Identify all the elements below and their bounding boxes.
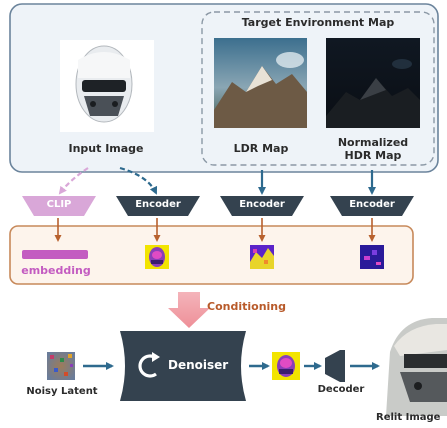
conditioning-arrow (168, 292, 210, 328)
relit-helmet-image (386, 318, 447, 416)
input-image-label: Input Image (68, 142, 144, 155)
conditioning-label: Conditioning (207, 300, 286, 313)
embedding-label: embedding (21, 264, 91, 277)
arrow-input-to-clip (58, 167, 89, 195)
clip-block (22, 196, 96, 216)
encoder-block-1 (116, 196, 200, 216)
refresh-cycle-icon (138, 352, 160, 378)
relit-image-label: Relit Image (376, 412, 441, 423)
env-map-title: Target Environment Map (241, 16, 395, 29)
clip-label: CLIP (46, 199, 72, 210)
input-helmet-image (60, 40, 154, 132)
decoder-block-body (340, 350, 345, 382)
encoder-block-3 (330, 196, 414, 216)
noisy-latent-label: Noisy Latent (26, 386, 98, 397)
hdr-map-label-line1: Normalized (337, 136, 409, 149)
feature-panel (9, 225, 414, 285)
ldr-map-image (214, 38, 307, 128)
encoder-label-1: Encoder (135, 199, 181, 210)
input-latent-thumbnail (145, 245, 169, 269)
hdr-map-label-line2: HDR Map (344, 149, 402, 162)
ldr-map-label: LDR Map (233, 142, 289, 155)
env-map-group (201, 11, 435, 166)
hdr-latent-thumbnail (360, 245, 384, 269)
arrow-input-to-encoder (119, 166, 158, 195)
encoder-label-2: Encoder (239, 199, 285, 210)
ldr-latent-thumbnail (250, 245, 274, 269)
embedding-bar (22, 250, 88, 259)
encoder-label-3: Encoder (349, 199, 395, 210)
decoder-label: Decoder (317, 384, 365, 395)
decoder-block (325, 350, 340, 382)
denoiser-block (120, 331, 246, 401)
denoiser-label: Denoiser (168, 358, 229, 372)
hdr-map-image (326, 38, 420, 128)
encoder-block-2 (220, 196, 304, 216)
output-latent-thumbnail (272, 352, 300, 380)
noisy-latent-image (47, 352, 75, 380)
